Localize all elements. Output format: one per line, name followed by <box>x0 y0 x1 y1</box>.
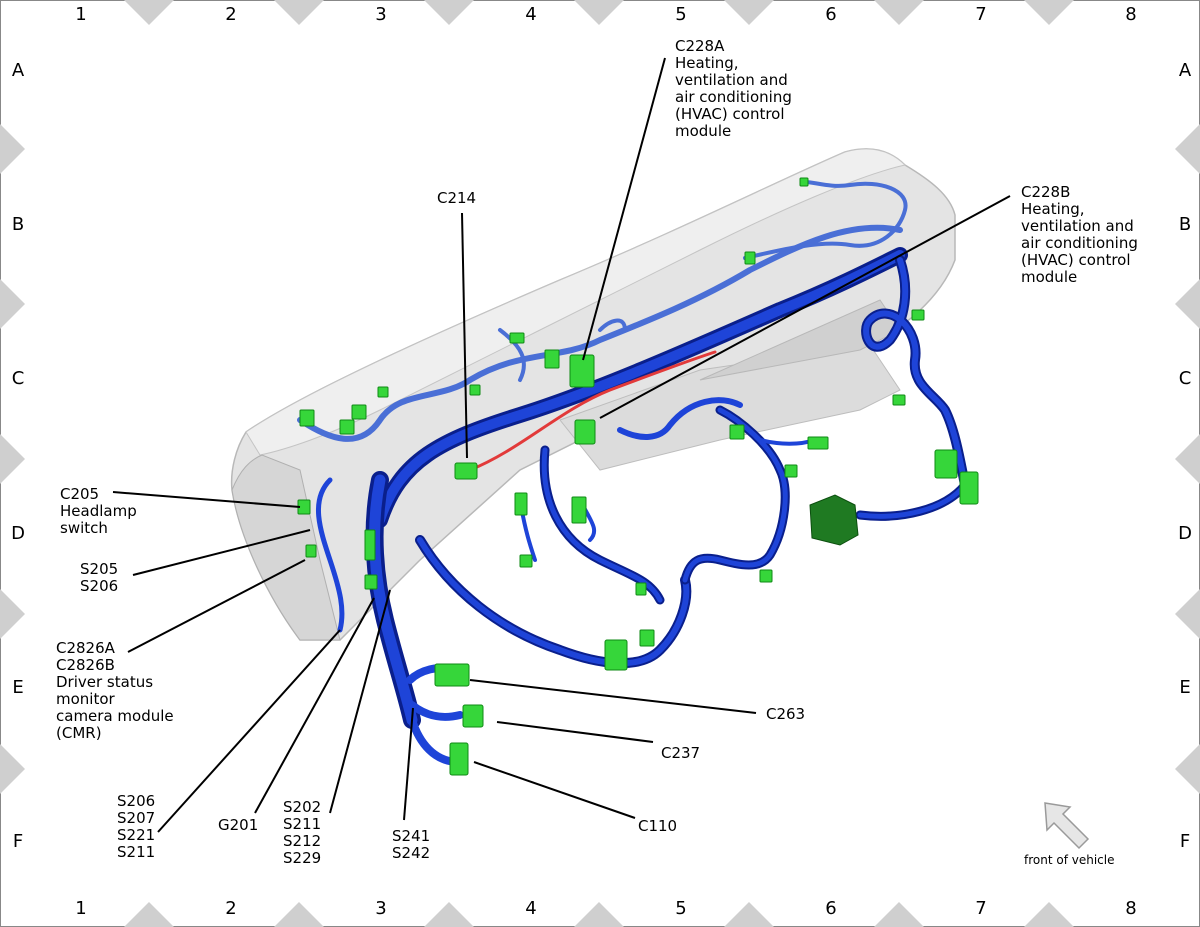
callout-g201: G201 <box>218 816 259 834</box>
dark-green-connector <box>809 494 859 546</box>
grid-row-f: F <box>12 831 24 852</box>
callout-c228b: C228B Heating, ventilation and air condi… <box>1021 183 1138 286</box>
callout-s205-s206: S205 S206 <box>80 560 119 595</box>
grid-col-2-bottom: 2 <box>225 898 237 919</box>
grid-col-7-bottom: 7 <box>975 898 987 919</box>
grid-col-5: 5 <box>675 4 687 25</box>
grid-col-3-bottom: 3 <box>375 898 387 919</box>
grid-row-d-right: D <box>1178 523 1192 544</box>
grid-col-4-bottom: 4 <box>525 898 537 919</box>
grid-row-b: B <box>11 214 25 235</box>
callout-s241-s242: S241 S242 <box>392 827 431 862</box>
connectors <box>297 177 979 776</box>
grid-markers-left <box>0 124 25 794</box>
grid-row-c: C <box>11 368 25 389</box>
callout-c263: C263 <box>766 705 806 723</box>
grid-row-e-right: E <box>1179 677 1191 698</box>
grid-markers-top <box>124 0 1074 25</box>
front-of-vehicle-arrow-icon <box>1044 802 1090 850</box>
grid-row-e: E <box>12 677 24 698</box>
wiring-harness <box>297 180 970 766</box>
leader-lines <box>112 57 1011 833</box>
grid-col-1: 1 <box>75 4 87 25</box>
callout-c228a: C228A Heating, ventilation and air condi… <box>675 37 792 140</box>
grid-col-6: 6 <box>825 4 837 25</box>
grid-row-c-right: C <box>1178 368 1192 389</box>
callout-s206-s207-s221-s211: S206 S207 S221 S211 <box>117 792 156 861</box>
callout-c2826: C2826A C2826B Driver status monitor came… <box>56 639 174 742</box>
grid-col-6-bottom: 6 <box>825 898 837 919</box>
grid-row-d: D <box>11 523 25 544</box>
grid-row-b-right: B <box>1178 214 1192 235</box>
grid-col-5-bottom: 5 <box>675 898 687 919</box>
grid-col-2: 2 <box>225 4 237 25</box>
callout-c237: C237 <box>661 744 701 762</box>
grid-row-f-right: F <box>1179 831 1191 852</box>
callout-c205: C205 Headlamp switch <box>60 485 137 537</box>
grid-row-a: A <box>11 60 25 81</box>
grid-col-7: 7 <box>975 4 987 25</box>
grid-markers-bottom <box>124 902 1074 927</box>
callout-s202-s211-s212-s229: S202 S211 S212 S229 <box>283 798 322 867</box>
grid-col-3: 3 <box>375 4 387 25</box>
callout-c214: C214 <box>437 189 477 207</box>
grid-col-8-bottom: 8 <box>1125 898 1137 919</box>
grid-col-1-bottom: 1 <box>75 898 87 919</box>
grid-row-a-right: A <box>1178 60 1192 81</box>
grid-col-8: 8 <box>1125 4 1137 25</box>
callout-c110: C110 <box>638 817 678 835</box>
grid-col-4: 4 <box>525 4 537 25</box>
grid-markers-right <box>1175 124 1200 794</box>
front-of-vehicle-label: front of vehicle <box>1024 853 1115 867</box>
